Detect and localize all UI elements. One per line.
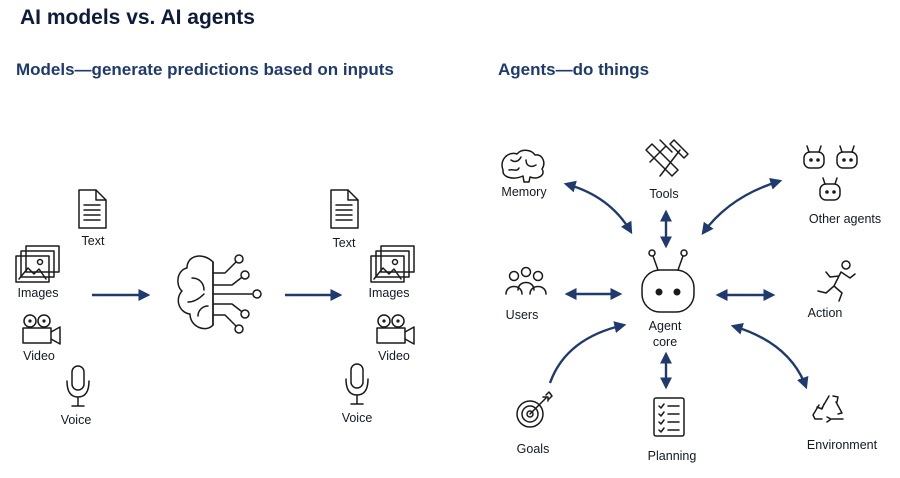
input-voice-label: Voice [60,413,92,427]
goals-label: Goals [516,442,550,456]
images-icon [15,245,60,283]
target-icon [516,391,553,428]
environment-connector [730,322,809,390]
other-agents-connector [701,178,783,235]
memory-connector [563,180,633,235]
brain-icon [501,149,545,183]
brain-network-icon [177,254,262,334]
input-video-label: Video [23,349,55,363]
document-icon [78,189,107,229]
recycle-icon [812,395,844,423]
memory-label: Memory [501,185,547,199]
checklist-icon [653,397,685,437]
models-subtitle: Models—generate predictions based on inp… [16,60,394,79]
tools-icon [645,139,689,177]
environment-label: Environment [806,438,878,452]
page-title: AI models vs. AI agents [20,6,255,29]
input-text-label: Text [81,234,105,248]
users-icon [505,266,547,295]
running-person-icon [817,260,856,302]
microphone-icon [345,363,369,405]
output-video-label: Video [378,349,410,363]
planning-label: Planning [647,449,697,463]
document-icon [330,189,359,229]
microphone-icon [66,365,90,407]
agents-subtitle: Agents—do things [498,60,650,79]
images-icon [370,245,415,283]
output-images-label: Images [368,286,410,300]
robots-icon [803,145,858,201]
video-camera-icon [22,314,61,345]
action-label: Action [807,306,843,320]
goals-connector [548,321,627,384]
tools-label: Tools [649,187,679,201]
agent-core-label-line1: Agent [648,319,682,333]
robot-icon [641,249,695,313]
output-voice-label: Voice [341,411,373,425]
video-camera-icon [376,314,415,345]
output-text-label: Text [332,236,356,250]
users-label: Users [505,308,539,322]
other-agents-label: Other agents [808,212,882,226]
input-images-label: Images [17,286,59,300]
agent-core-label-line2: core [652,335,678,349]
